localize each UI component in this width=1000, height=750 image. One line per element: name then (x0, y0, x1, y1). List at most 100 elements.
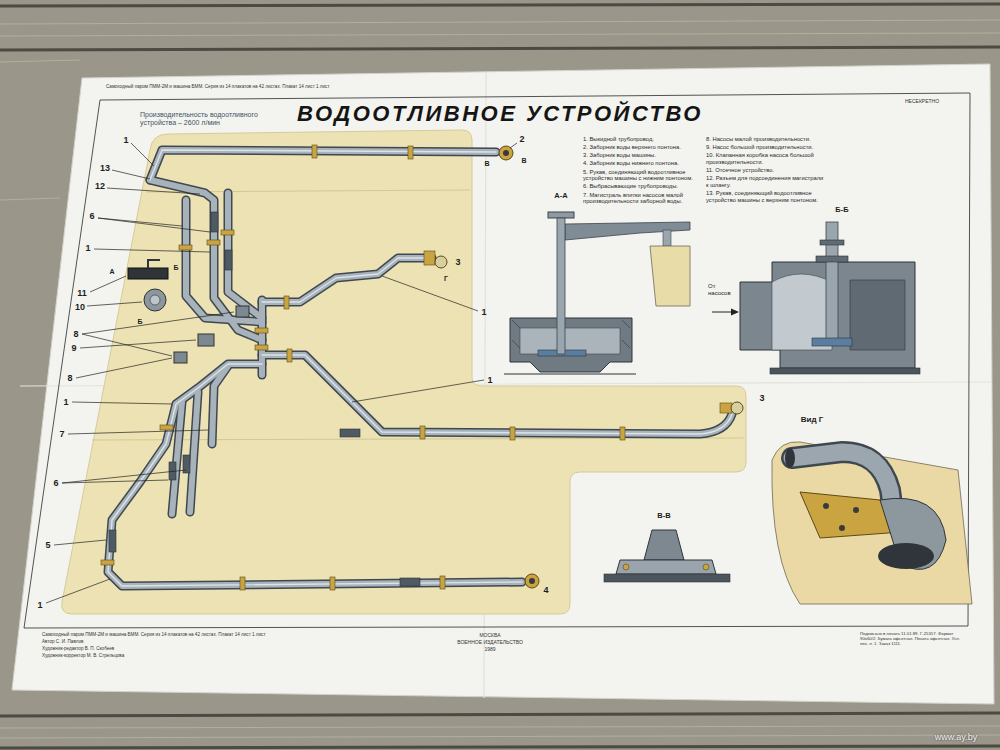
poster-sheet (12, 64, 994, 704)
base-plate (770, 368, 920, 374)
housing-wall (850, 280, 905, 350)
callout-number: 6 (53, 478, 58, 488)
hull-divider (92, 190, 744, 440)
publisher-line: МОСКВА (479, 633, 500, 639)
hose-sleeves (109, 212, 420, 586)
section-label: В-В (657, 512, 670, 521)
bolt (623, 564, 629, 570)
water-intakes (424, 146, 743, 588)
parts-list-item: 2. Заборник воды верхнего понтона. (583, 144, 701, 151)
security-stamp: НЕСЕКРЕТНО (905, 99, 939, 105)
callout-number: 6 (89, 211, 94, 221)
flange (101, 560, 114, 565)
section-marker: В (484, 160, 489, 168)
pipe (228, 193, 262, 318)
parts-list-item: 4. Заборник воды нижнего понтона. (583, 160, 701, 167)
flow-note: От насосов (708, 283, 736, 297)
intake-bracket (720, 403, 732, 413)
intake-hole (503, 150, 509, 156)
pipe (186, 200, 262, 322)
callout-number: 9 (71, 343, 76, 353)
flow-arrow (712, 312, 732, 313)
callout-number: 1 (63, 397, 68, 407)
flange (255, 345, 268, 350)
pipe-highlight (150, 150, 496, 180)
callout-number: 1 (85, 243, 90, 253)
shutoff-handle (148, 260, 160, 268)
callout-number: 8 (67, 373, 72, 383)
pipe (186, 200, 262, 322)
pipe (108, 364, 522, 586)
shutoff-device (128, 268, 168, 279)
rod-flange (816, 256, 848, 262)
small-pump (236, 306, 249, 317)
bolt (703, 564, 709, 570)
callout-number: 11 (77, 288, 87, 298)
parts-list-item: 10. Клапанная коробка насоса большой про… (706, 152, 824, 165)
base-line (504, 373, 636, 374)
bolt (823, 503, 829, 509)
callout-number: 5 (45, 540, 50, 550)
hull-plate (772, 442, 972, 604)
section-marker: Б (137, 318, 142, 326)
hose-sleeve (400, 578, 420, 586)
callout-number: 3 (759, 393, 764, 403)
hose-sleeve (211, 212, 218, 232)
pipe-highlight (262, 355, 732, 434)
section-label: Вид Г (801, 415, 824, 424)
pipe (150, 150, 496, 180)
parts-list-item: 8. Насосы малой производительности. (706, 136, 824, 143)
pipe-highlight (262, 258, 432, 302)
flange (330, 577, 335, 590)
section-hatch (512, 320, 630, 348)
callout-number: 10 (75, 302, 85, 312)
bolt (839, 525, 845, 531)
flange (221, 230, 234, 235)
callout-number: 1 (123, 135, 128, 145)
plank-gap (0, 4, 1000, 748)
fold-line (20, 72, 992, 698)
pipe (108, 364, 522, 586)
intake-ring (499, 146, 513, 160)
flange (312, 145, 317, 158)
flange (620, 427, 625, 440)
valve-box (144, 289, 166, 311)
flange (160, 425, 173, 430)
small-pump (174, 352, 187, 363)
parts-list-item: 12. Разъем для подсоединения магистрали … (706, 175, 824, 188)
parts-list-item: 11. Отсечное устройство. (706, 167, 824, 174)
hose-sleeve (109, 530, 116, 552)
flow-arrowhead (731, 309, 739, 316)
credits-line: Художник-редактор В. П. Скобеев (42, 646, 114, 651)
callout-number: 8 (73, 329, 78, 339)
pipe (212, 366, 228, 444)
credits-line: Автор С. И. Павлов (42, 639, 84, 644)
t-handle (548, 212, 574, 218)
flange (287, 349, 292, 362)
callout-number: 2 (519, 134, 524, 144)
bolt (853, 507, 859, 513)
pipe (262, 355, 732, 434)
pipe (228, 193, 262, 318)
publisher-line: 1989 (484, 647, 495, 653)
parts-list-item: 9. Насос большой производительности. (706, 144, 824, 151)
callout-number: 13 (100, 163, 110, 173)
section-label: Б-Б (835, 206, 848, 215)
leader-line (46, 143, 517, 603)
callout-number: 1 (37, 600, 42, 610)
section-marker: Б (173, 264, 178, 272)
hanger (663, 230, 671, 246)
valve-box-cover (150, 295, 160, 305)
valve-rod (826, 222, 838, 340)
callout-number: 1 (487, 375, 492, 385)
flange (510, 427, 515, 440)
callout-number: 3 (455, 257, 460, 267)
pipe (190, 392, 198, 512)
hose-sleeve (340, 429, 360, 437)
valve-disc (812, 338, 852, 346)
view-g (772, 442, 972, 604)
valve-rod (557, 218, 565, 354)
pipe-highlight (108, 364, 522, 586)
rod-flange (820, 240, 844, 245)
